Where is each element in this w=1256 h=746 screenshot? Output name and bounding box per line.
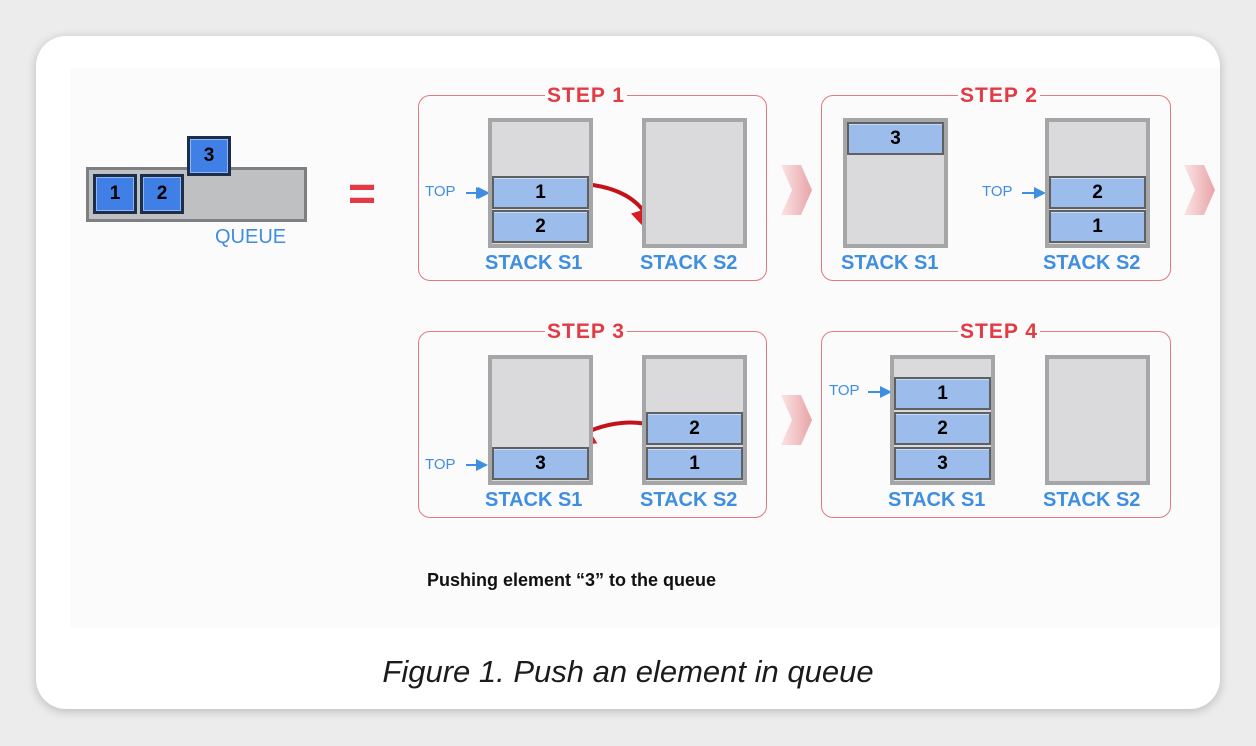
step3-s2-label: STACK S2 [640, 489, 738, 511]
stack-item: 2 [1049, 176, 1146, 209]
step3-title: STEP 3 [545, 320, 627, 343]
chevron-step3-to-4 [781, 395, 812, 445]
chevron-step1-to-2 [781, 165, 812, 215]
step2-top-label: TOP [982, 183, 1013, 200]
chevron-step2-next [1184, 165, 1215, 215]
stack-item: 3 [847, 122, 944, 155]
step2-s2-label: STACK S2 [1043, 252, 1141, 274]
step3-s1-label: STACK S1 [485, 489, 583, 511]
stack-item: 3 [894, 447, 991, 480]
step3-top-label: TOP [425, 456, 456, 473]
step4-top-label: TOP [829, 382, 860, 399]
figure-caption: Figure 1. Push an element in queue [382, 654, 874, 689]
stack-item: 2 [894, 412, 991, 445]
queue-item: 1 [93, 174, 137, 214]
stack-item: 1 [646, 447, 743, 480]
step1-top-label: TOP [425, 183, 456, 200]
stack-item: 1 [492, 176, 589, 209]
step1-s2-label: STACK S2 [640, 252, 738, 274]
stack-item: 1 [894, 377, 991, 410]
step4-s2-label: STACK S2 [1043, 489, 1141, 511]
stack-item: 1 [1049, 210, 1146, 243]
step4-title: STEP 4 [958, 320, 1040, 343]
step2-s1-label: STACK S1 [841, 252, 939, 274]
step4-stack-s2 [1045, 355, 1150, 485]
step2-title: STEP 2 [958, 84, 1040, 107]
queue-item: 2 [140, 174, 184, 214]
stack-item: 2 [492, 210, 589, 243]
stack-item: 3 [492, 447, 589, 480]
step4-s1-label: STACK S1 [888, 489, 986, 511]
queue-incoming-item: 3 [187, 136, 231, 176]
queue-label: QUEUE [215, 226, 287, 248]
step1-stack-s2 [642, 118, 747, 248]
stack-item: 2 [646, 412, 743, 445]
step1-s1-label: STACK S1 [485, 252, 583, 274]
diagram-subcaption: Pushing element “3” to the queue [427, 570, 717, 590]
step1-title: STEP 1 [545, 84, 627, 107]
equals-sign: = [348, 168, 377, 221]
